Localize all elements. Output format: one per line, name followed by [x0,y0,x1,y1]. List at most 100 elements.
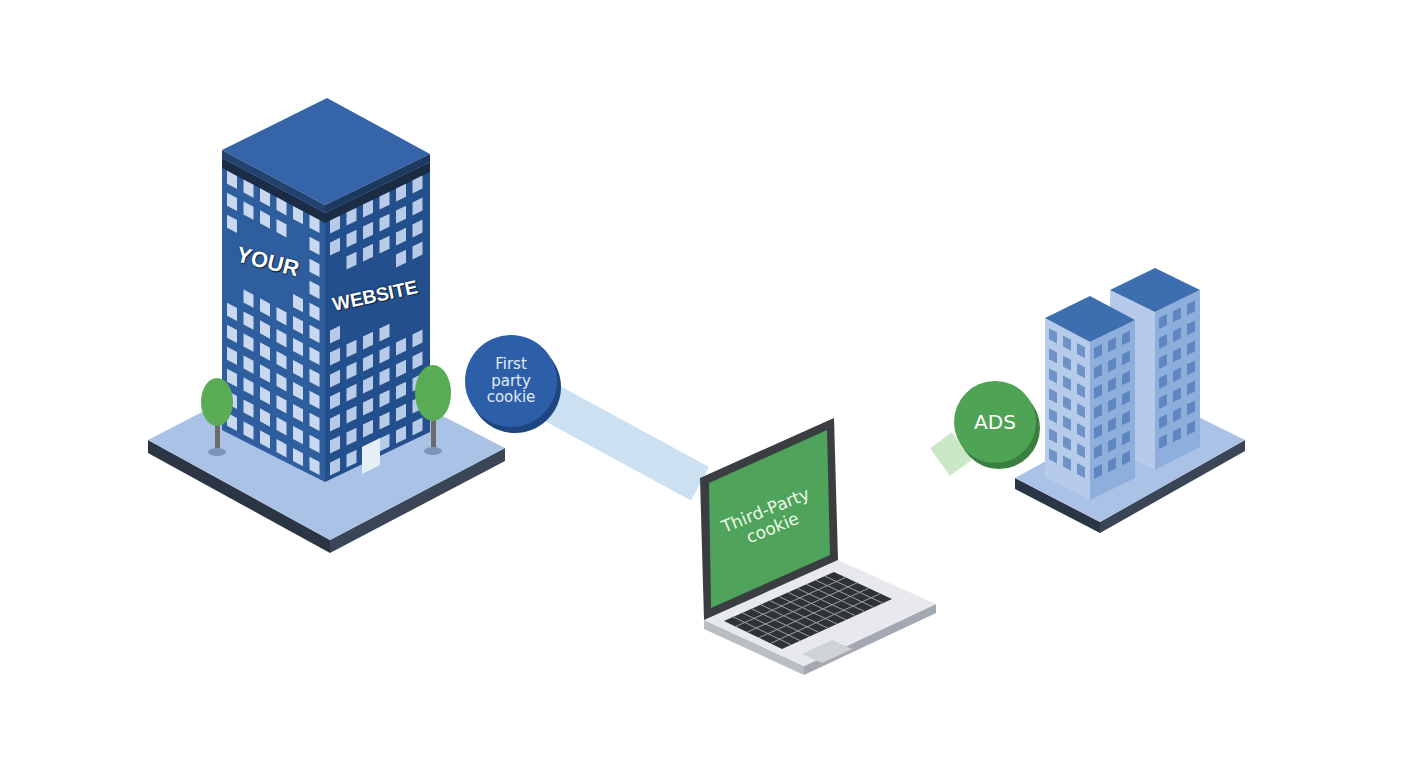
window [363,332,373,350]
window [1094,424,1102,439]
window [260,188,270,206]
key-column [797,588,855,615]
window [260,408,270,426]
window [380,236,390,254]
window [310,457,320,475]
window [1122,370,1130,385]
tree [415,365,451,421]
window [396,228,406,246]
window [396,338,406,356]
cookie-link-band [940,446,962,462]
key-column [807,584,865,611]
keys [733,576,883,645]
window [1049,428,1057,443]
window [1049,368,1057,383]
window [1122,410,1130,425]
window [260,210,270,228]
window [396,250,406,268]
window [1173,427,1181,442]
key-column [816,580,874,607]
window [293,294,303,312]
window [380,192,390,210]
window [396,404,406,422]
window [1187,400,1195,415]
window [293,338,303,356]
key-row [747,583,857,632]
window [347,428,357,446]
window [293,382,303,400]
window [396,184,406,202]
window-grid [1159,300,1195,449]
window [363,200,373,218]
window [413,352,423,370]
window [1122,430,1130,445]
window [330,370,340,388]
window-grid [227,171,423,476]
window [1094,364,1102,379]
tree-shadow [208,448,226,456]
window [293,404,303,422]
window [413,330,423,348]
tower-roof [1110,268,1200,312]
roof-edge [222,150,325,213]
window [380,434,390,452]
window [347,230,357,248]
window [1063,376,1071,391]
window [330,348,340,366]
window [396,382,406,400]
window [1187,380,1195,395]
window [1159,354,1167,369]
window [347,252,357,270]
ads-label: ADS [965,411,1025,433]
window [310,303,320,321]
building-roof [222,98,430,205]
building-label: WEBSITE [331,277,420,315]
window [277,197,287,215]
key-column [825,576,883,603]
window [227,303,237,321]
window [347,362,357,380]
window [347,208,357,226]
window [1094,444,1102,459]
window [413,198,423,216]
window [1122,330,1130,345]
window [363,244,373,262]
window [227,325,237,343]
window [396,426,406,444]
window [277,329,287,347]
window [1094,384,1102,399]
window [1077,363,1085,378]
window [1108,357,1116,372]
window [1063,456,1071,471]
key-column [752,609,810,637]
window [380,214,390,232]
window [293,360,303,378]
window [1187,420,1195,435]
window [413,220,423,238]
window [227,369,237,387]
window [1122,450,1130,465]
window [330,414,340,432]
tower-left-face [1045,318,1090,500]
cookie-link-band [551,403,700,484]
window [347,384,357,402]
screen [709,430,830,608]
window [1108,377,1116,392]
window [380,324,390,342]
laptop-outline [700,418,940,680]
window [310,281,320,299]
window [1094,344,1102,359]
window [380,390,390,408]
window [277,417,287,435]
window [227,347,237,365]
window [1049,408,1057,423]
window [1108,437,1116,452]
window [380,368,390,386]
window [396,206,406,224]
window [1122,390,1130,405]
window [260,320,270,338]
window [293,206,303,224]
window [1173,407,1181,422]
laptop: Third-Party cookie [700,418,940,680]
